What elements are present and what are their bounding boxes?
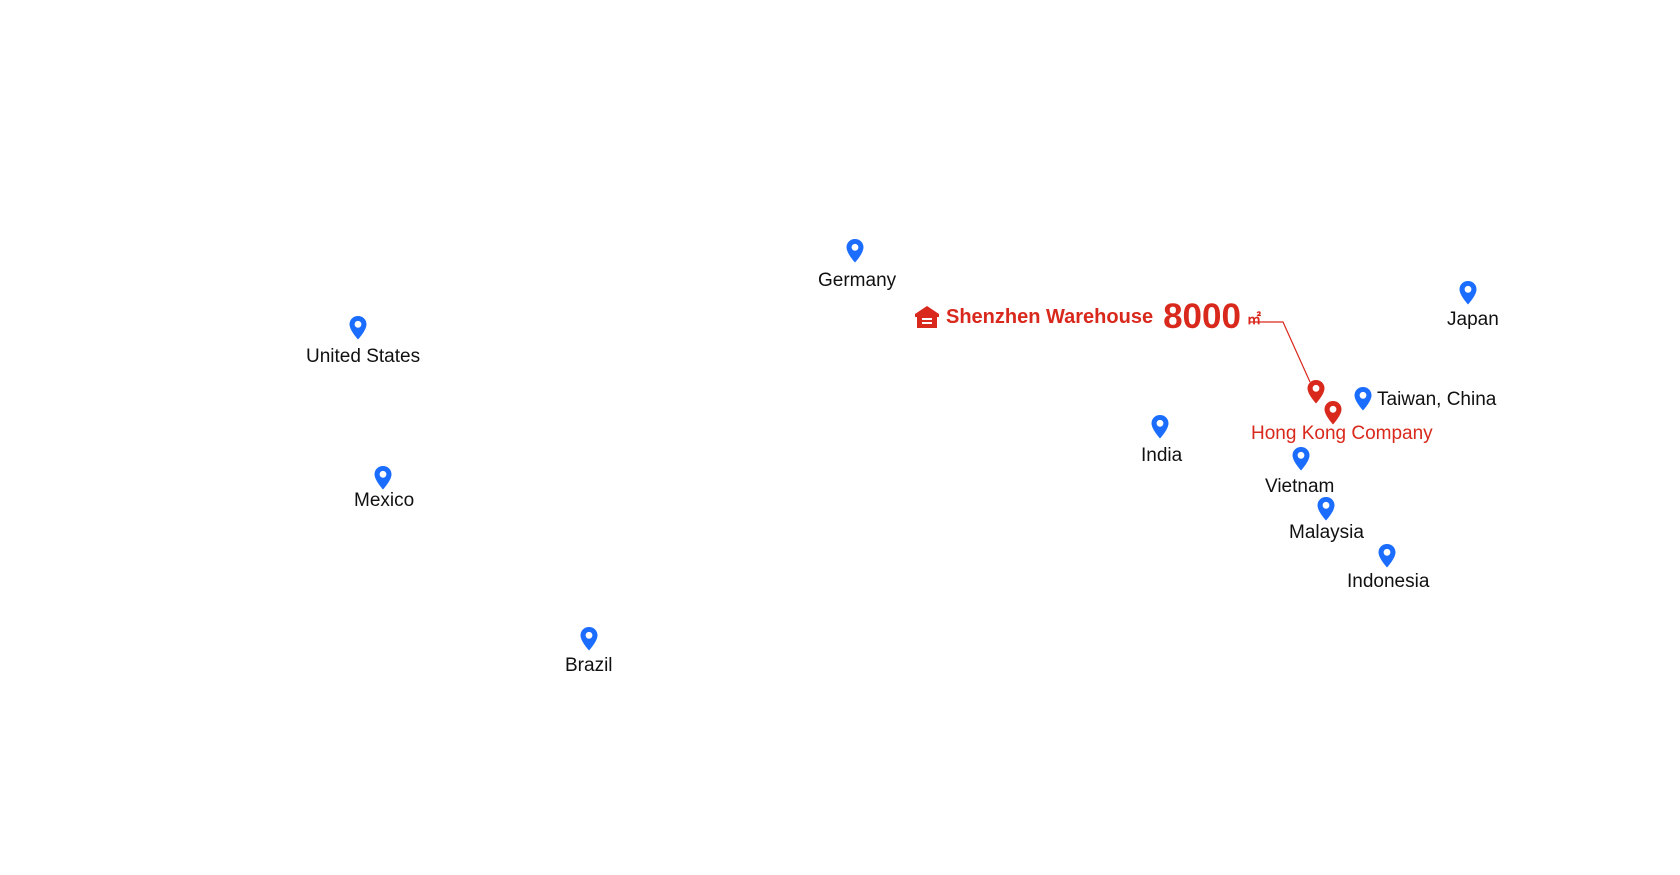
location-label-taiwan: Taiwan, China	[1377, 389, 1497, 410]
map-pin-icon[interactable]	[1291, 446, 1311, 472]
map-pin-icon[interactable]	[845, 238, 865, 264]
headquarters-name: Shenzhen Warehouse	[946, 305, 1154, 328]
location-label-indonesia: Indonesia	[1347, 571, 1430, 592]
location-label-brazil: Brazil	[565, 655, 613, 676]
location-label-india: India	[1141, 445, 1183, 466]
warehouse-icon	[915, 306, 939, 328]
map-pin-icon[interactable]	[1150, 414, 1170, 440]
map-pin-icon[interactable]	[373, 465, 393, 491]
map-pin-icon[interactable]	[1458, 280, 1478, 306]
headquarters-area: 8000	[1163, 297, 1241, 336]
map-pin-icon[interactable]	[579, 626, 599, 652]
map-pin-icon[interactable]	[348, 315, 368, 341]
location-label-malaysia: Malaysia	[1289, 522, 1364, 543]
location-label-vietnam: Vietnam	[1265, 476, 1335, 497]
map-pin-icon[interactable]	[1323, 400, 1343, 426]
map-pin-icon[interactable]	[1353, 386, 1373, 412]
map-pin-icon[interactable]	[1377, 543, 1397, 569]
hong-kong-company-label: Hong Kong Company	[1251, 423, 1433, 444]
headquarters-title: Shenzhen Warehouse 8000 ㎡	[946, 297, 1261, 337]
location-label-japan: Japan	[1447, 309, 1499, 330]
headquarters-area-unit: ㎡	[1246, 311, 1261, 327]
map-pin-icon[interactable]	[1306, 379, 1326, 405]
location-label-mexico: Mexico	[354, 490, 415, 511]
location-label-united-states: United States	[306, 346, 421, 367]
map-pin-icon[interactable]	[1316, 496, 1336, 522]
location-label-germany: Germany	[818, 270, 897, 291]
